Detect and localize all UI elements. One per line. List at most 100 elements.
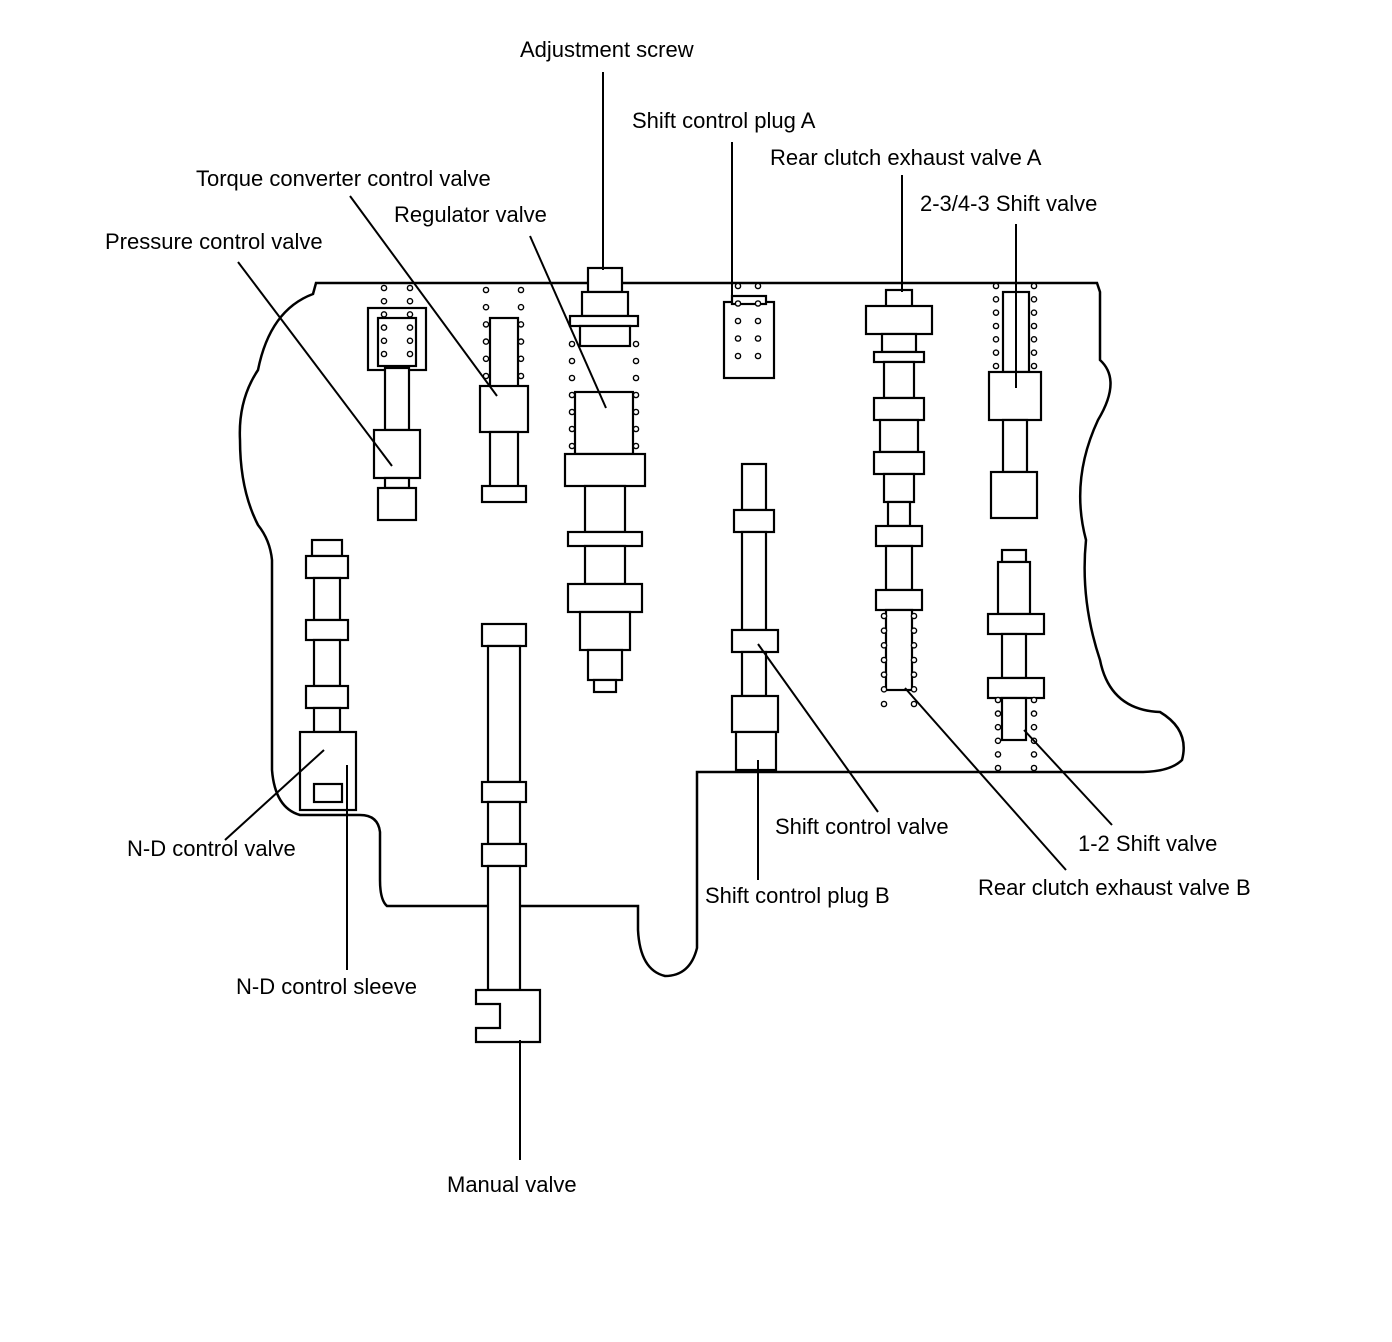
spring-coil — [994, 710, 1002, 717]
label-shift-control-valve: Shift control valve — [775, 814, 949, 839]
spring-coil — [910, 642, 918, 649]
spring-coil — [406, 284, 414, 292]
spring-coil — [632, 340, 640, 348]
spring-coil — [1030, 710, 1038, 717]
spring-coil — [380, 337, 388, 345]
valve-body-outline — [238, 281, 1185, 978]
label-pressure-control-valve: Pressure control valve — [105, 229, 323, 254]
spring-coil — [1030, 282, 1038, 290]
shift-valve-1-2 — [986, 548, 1046, 742]
leader-lines — [224, 72, 1113, 1160]
spring-coil — [406, 297, 414, 305]
spring-coil — [380, 297, 388, 305]
spring-coil — [568, 357, 576, 365]
shift-control-plug-a — [722, 294, 776, 380]
regulator-valve — [563, 266, 647, 694]
spring-coil — [406, 311, 414, 318]
spring-coil — [992, 336, 1000, 343]
spring-coil — [734, 335, 742, 342]
spring-coil — [568, 442, 576, 450]
label-torque-converter-control-valve: Torque converter control valve — [196, 166, 491, 191]
spring-coil — [992, 349, 1000, 356]
spring-coil — [482, 303, 490, 311]
spring-coil — [568, 408, 576, 416]
spring-coil — [910, 700, 918, 708]
spring-coil — [754, 300, 762, 307]
spring-coil — [406, 324, 414, 331]
label-2-3-4-3-shift-valve: 2-3/4-3 Shift valve — [920, 191, 1097, 216]
label-nd-control-sleeve: N-D control sleeve — [236, 974, 417, 999]
spring-coil — [406, 350, 414, 358]
spring-coil — [517, 286, 525, 294]
spring-coil — [482, 286, 490, 294]
spring-coil — [482, 338, 490, 345]
spring-coils — [380, 282, 1038, 772]
spring-coil — [910, 656, 918, 664]
label-adjustment-screw: Adjustment screw — [520, 37, 694, 62]
spring-coil — [517, 321, 525, 328]
spring-coil — [880, 686, 888, 693]
spring-coil — [754, 317, 762, 325]
label-rear-clutch-exhaust-valve-b: Rear clutch exhaust valve B — [978, 875, 1251, 900]
spring-coil — [1030, 764, 1038, 772]
spring-coil — [992, 322, 1000, 330]
spring-coil — [994, 737, 1002, 745]
spring-coil — [632, 442, 640, 450]
spring-coil — [1030, 296, 1038, 303]
spring-coil — [632, 374, 640, 382]
spring-coil — [568, 374, 576, 382]
nd-control-valve — [298, 538, 358, 812]
spring-coil — [910, 686, 918, 693]
spring-coil — [992, 282, 1000, 290]
spring-coil — [568, 425, 576, 433]
spring-coil — [734, 300, 742, 307]
spring-coil — [406, 337, 414, 345]
spring-coil — [517, 338, 525, 345]
spring-coil — [994, 764, 1002, 772]
spring-coil — [880, 627, 888, 634]
spring-coil — [992, 362, 1000, 370]
spring-coil — [994, 751, 1002, 758]
spring-coil — [910, 671, 918, 678]
spring-coil — [910, 612, 918, 620]
spring-coil — [754, 352, 762, 360]
spring-coil — [880, 642, 888, 649]
spring-coil — [568, 391, 576, 399]
spring-coil — [1030, 322, 1038, 330]
spring-coil — [994, 696, 1002, 704]
spring-coil — [380, 324, 388, 331]
shift-control-valve — [730, 462, 780, 772]
rear-clutch-exhaust-valve — [864, 288, 934, 692]
spring-coil — [880, 671, 888, 678]
spring-coil — [1030, 751, 1038, 758]
spring-coil — [880, 656, 888, 664]
spring-coil — [1030, 696, 1038, 704]
spring-coil — [754, 282, 762, 290]
label-shift-control-plug-a: Shift control plug A — [632, 108, 816, 133]
spring-coil — [910, 627, 918, 634]
spring-coil — [734, 282, 742, 290]
spring-coil — [482, 321, 490, 328]
spring-coil — [1030, 336, 1038, 343]
spring-coil — [880, 612, 888, 620]
spring-coil — [632, 425, 640, 433]
spring-coil — [1030, 723, 1038, 731]
spring-coil — [380, 311, 388, 318]
spring-coil — [1030, 362, 1038, 370]
spring-coil — [992, 296, 1000, 303]
spring-coil — [1030, 309, 1038, 316]
spring-coil — [632, 357, 640, 365]
label-shift-control-plug-b: Shift control plug B — [705, 883, 890, 908]
spring-coil — [632, 391, 640, 399]
spring-coil — [380, 284, 388, 292]
label-1-2-shift-valve: 1-2 Shift valve — [1078, 831, 1217, 856]
spring-coil — [517, 355, 525, 363]
spring-coil — [568, 340, 576, 348]
spring-coil — [992, 309, 1000, 316]
label-rear-clutch-exhaust-valve-a: Rear clutch exhaust valve A — [770, 145, 1042, 170]
manual-valve — [474, 622, 542, 1044]
spring-coil — [754, 335, 762, 342]
spring-coil — [734, 352, 742, 360]
label-manual-valve: Manual valve — [447, 1172, 577, 1197]
